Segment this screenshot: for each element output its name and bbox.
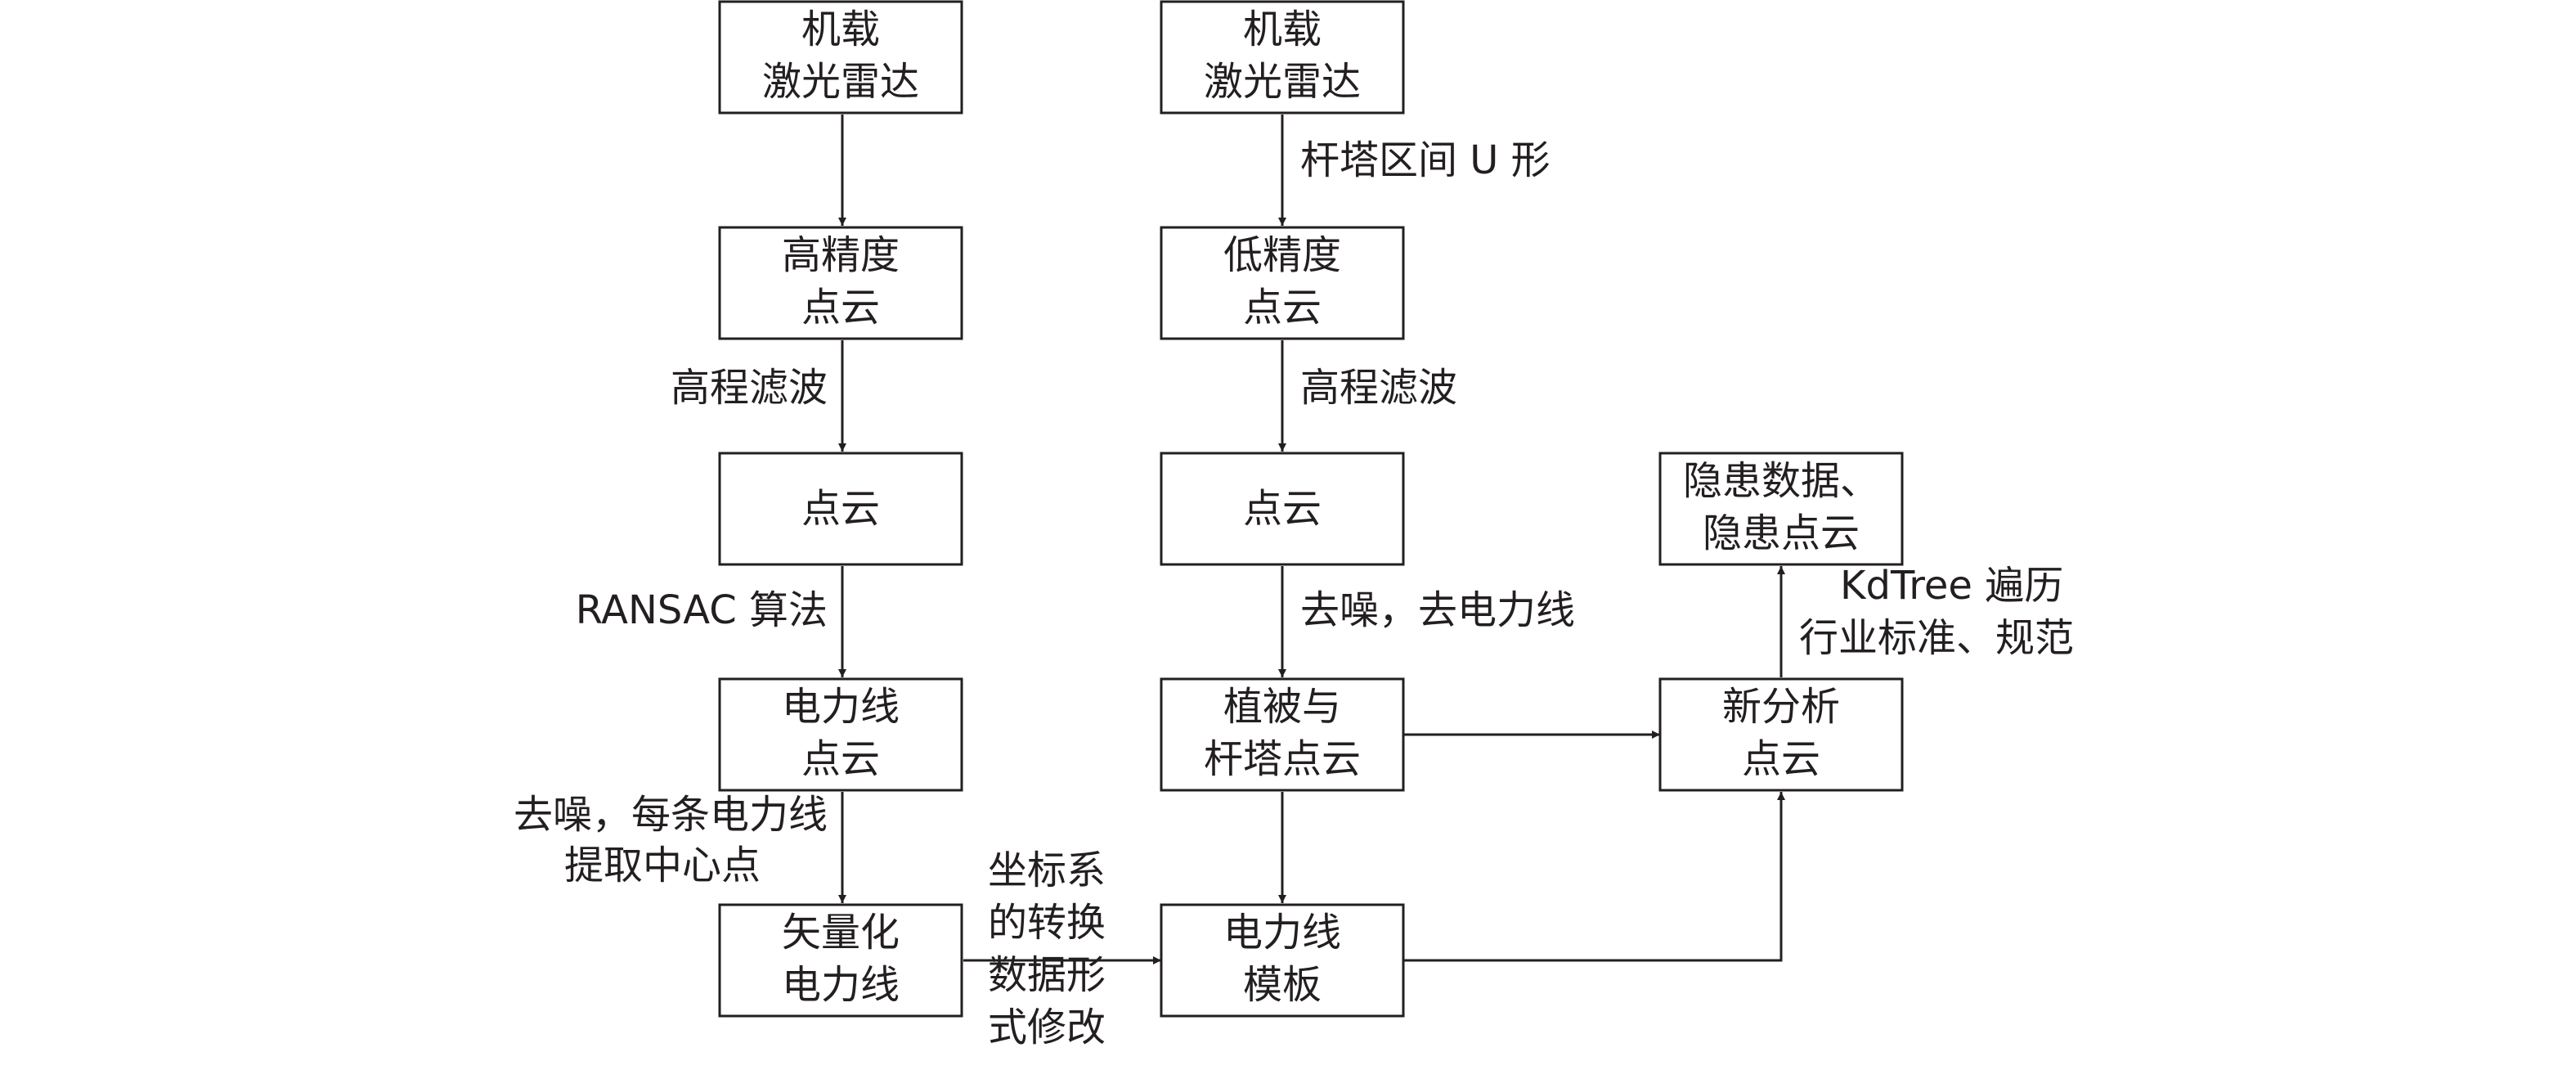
node-line: 点云	[801, 486, 880, 532]
node-vector-powerline: 矢量化 电力线	[718, 903, 963, 1018]
label-coord-convert: 坐标系 的转换 数据形 式修改	[988, 847, 1106, 1050]
node-line: 点云	[801, 736, 880, 782]
edge-label-line: RANSAC 算法	[576, 587, 828, 633]
node-line: 电力线	[1223, 910, 1341, 955]
edge-template-to-new-analysis	[1403, 792, 1785, 962]
edge-label-line: 坐标系	[988, 847, 1106, 893]
node-new-analysis: 新分析 点云	[1658, 677, 1904, 792]
edge-label-line: 高程滤波	[671, 365, 828, 411]
edge-label-line: 式修改	[988, 1005, 1106, 1050]
node-line: 杆塔点云	[1204, 736, 1361, 782]
node-line: 低精度	[1223, 232, 1341, 278]
node-lp-cloud: 低精度 点云	[1160, 226, 1405, 340]
edge-label-line: 高程滤波	[1300, 365, 1457, 411]
edge-label-line: 杆塔区间 U 形	[1300, 137, 1551, 183]
label-tower-u: 杆塔区间 U 形	[1300, 137, 1551, 183]
node-line: 矢量化	[782, 910, 900, 955]
node-hp-cloud: 高精度 点云	[718, 226, 963, 340]
node-cloud-right: 点云	[1160, 452, 1405, 566]
node-line: 机载	[801, 7, 880, 52]
node-line: 植被与	[1223, 684, 1341, 730]
node-line: 新分析	[1722, 684, 1840, 730]
node-line: 点云	[1243, 285, 1322, 330]
label-ransac: RANSAC 算法	[576, 587, 828, 633]
label-elev-filter-left: 高程滤波	[671, 365, 828, 411]
node-line: 电力线	[782, 962, 900, 1008]
node-line: 隐患点云	[1703, 510, 1860, 556]
node-cloud-left: 点云	[718, 452, 963, 566]
node-line: 隐患数据、	[1683, 458, 1879, 504]
node-line: 点云	[1243, 486, 1322, 532]
node-line: 电力线	[782, 684, 900, 730]
edge-label-line: 数据形	[988, 952, 1106, 998]
label-denoise-powerline: 去噪，去电力线	[1300, 587, 1575, 633]
node-line: 模板	[1243, 962, 1322, 1008]
edge-label-line: 的转换	[988, 900, 1106, 946]
edge-label-line: 提取中心点	[564, 843, 761, 888]
node-veg-tower-cloud: 植被与 杆塔点云	[1160, 677, 1405, 792]
edge-label-line: 行业标准、规范	[1799, 615, 2074, 661]
node-line: 点云	[1742, 736, 1820, 782]
label-elev-filter-right: 高程滤波	[1300, 365, 1457, 411]
label-denoise-center: 去噪，每条电力线 提取中心点	[514, 792, 828, 888]
node-line: 点云	[801, 285, 880, 330]
node-lidar-left: 机载 激光雷达	[718, 0, 963, 115]
edge-label-line: 去噪，去电力线	[1300, 587, 1575, 633]
node-line: 高精度	[782, 232, 900, 278]
edge-label-line: KdTree 遍历	[1840, 563, 2063, 609]
node-powerline-template: 电力线 模板	[1160, 903, 1405, 1018]
edge-label-line: 去噪，每条电力线	[514, 792, 828, 838]
edges	[838, 115, 1785, 964]
node-line: 激光雷达	[1204, 59, 1361, 105]
node-line: 机载	[1243, 7, 1322, 52]
node-line: 激光雷达	[762, 59, 919, 105]
node-lidar-right: 机载 激光雷达	[1160, 0, 1405, 115]
node-hazard-data: 隐患数据、 隐患点云	[1658, 452, 1904, 566]
label-kdtree: KdTree 遍历 行业标准、规范	[1799, 563, 2074, 661]
node-powerline-cloud: 电力线 点云	[718, 677, 963, 792]
